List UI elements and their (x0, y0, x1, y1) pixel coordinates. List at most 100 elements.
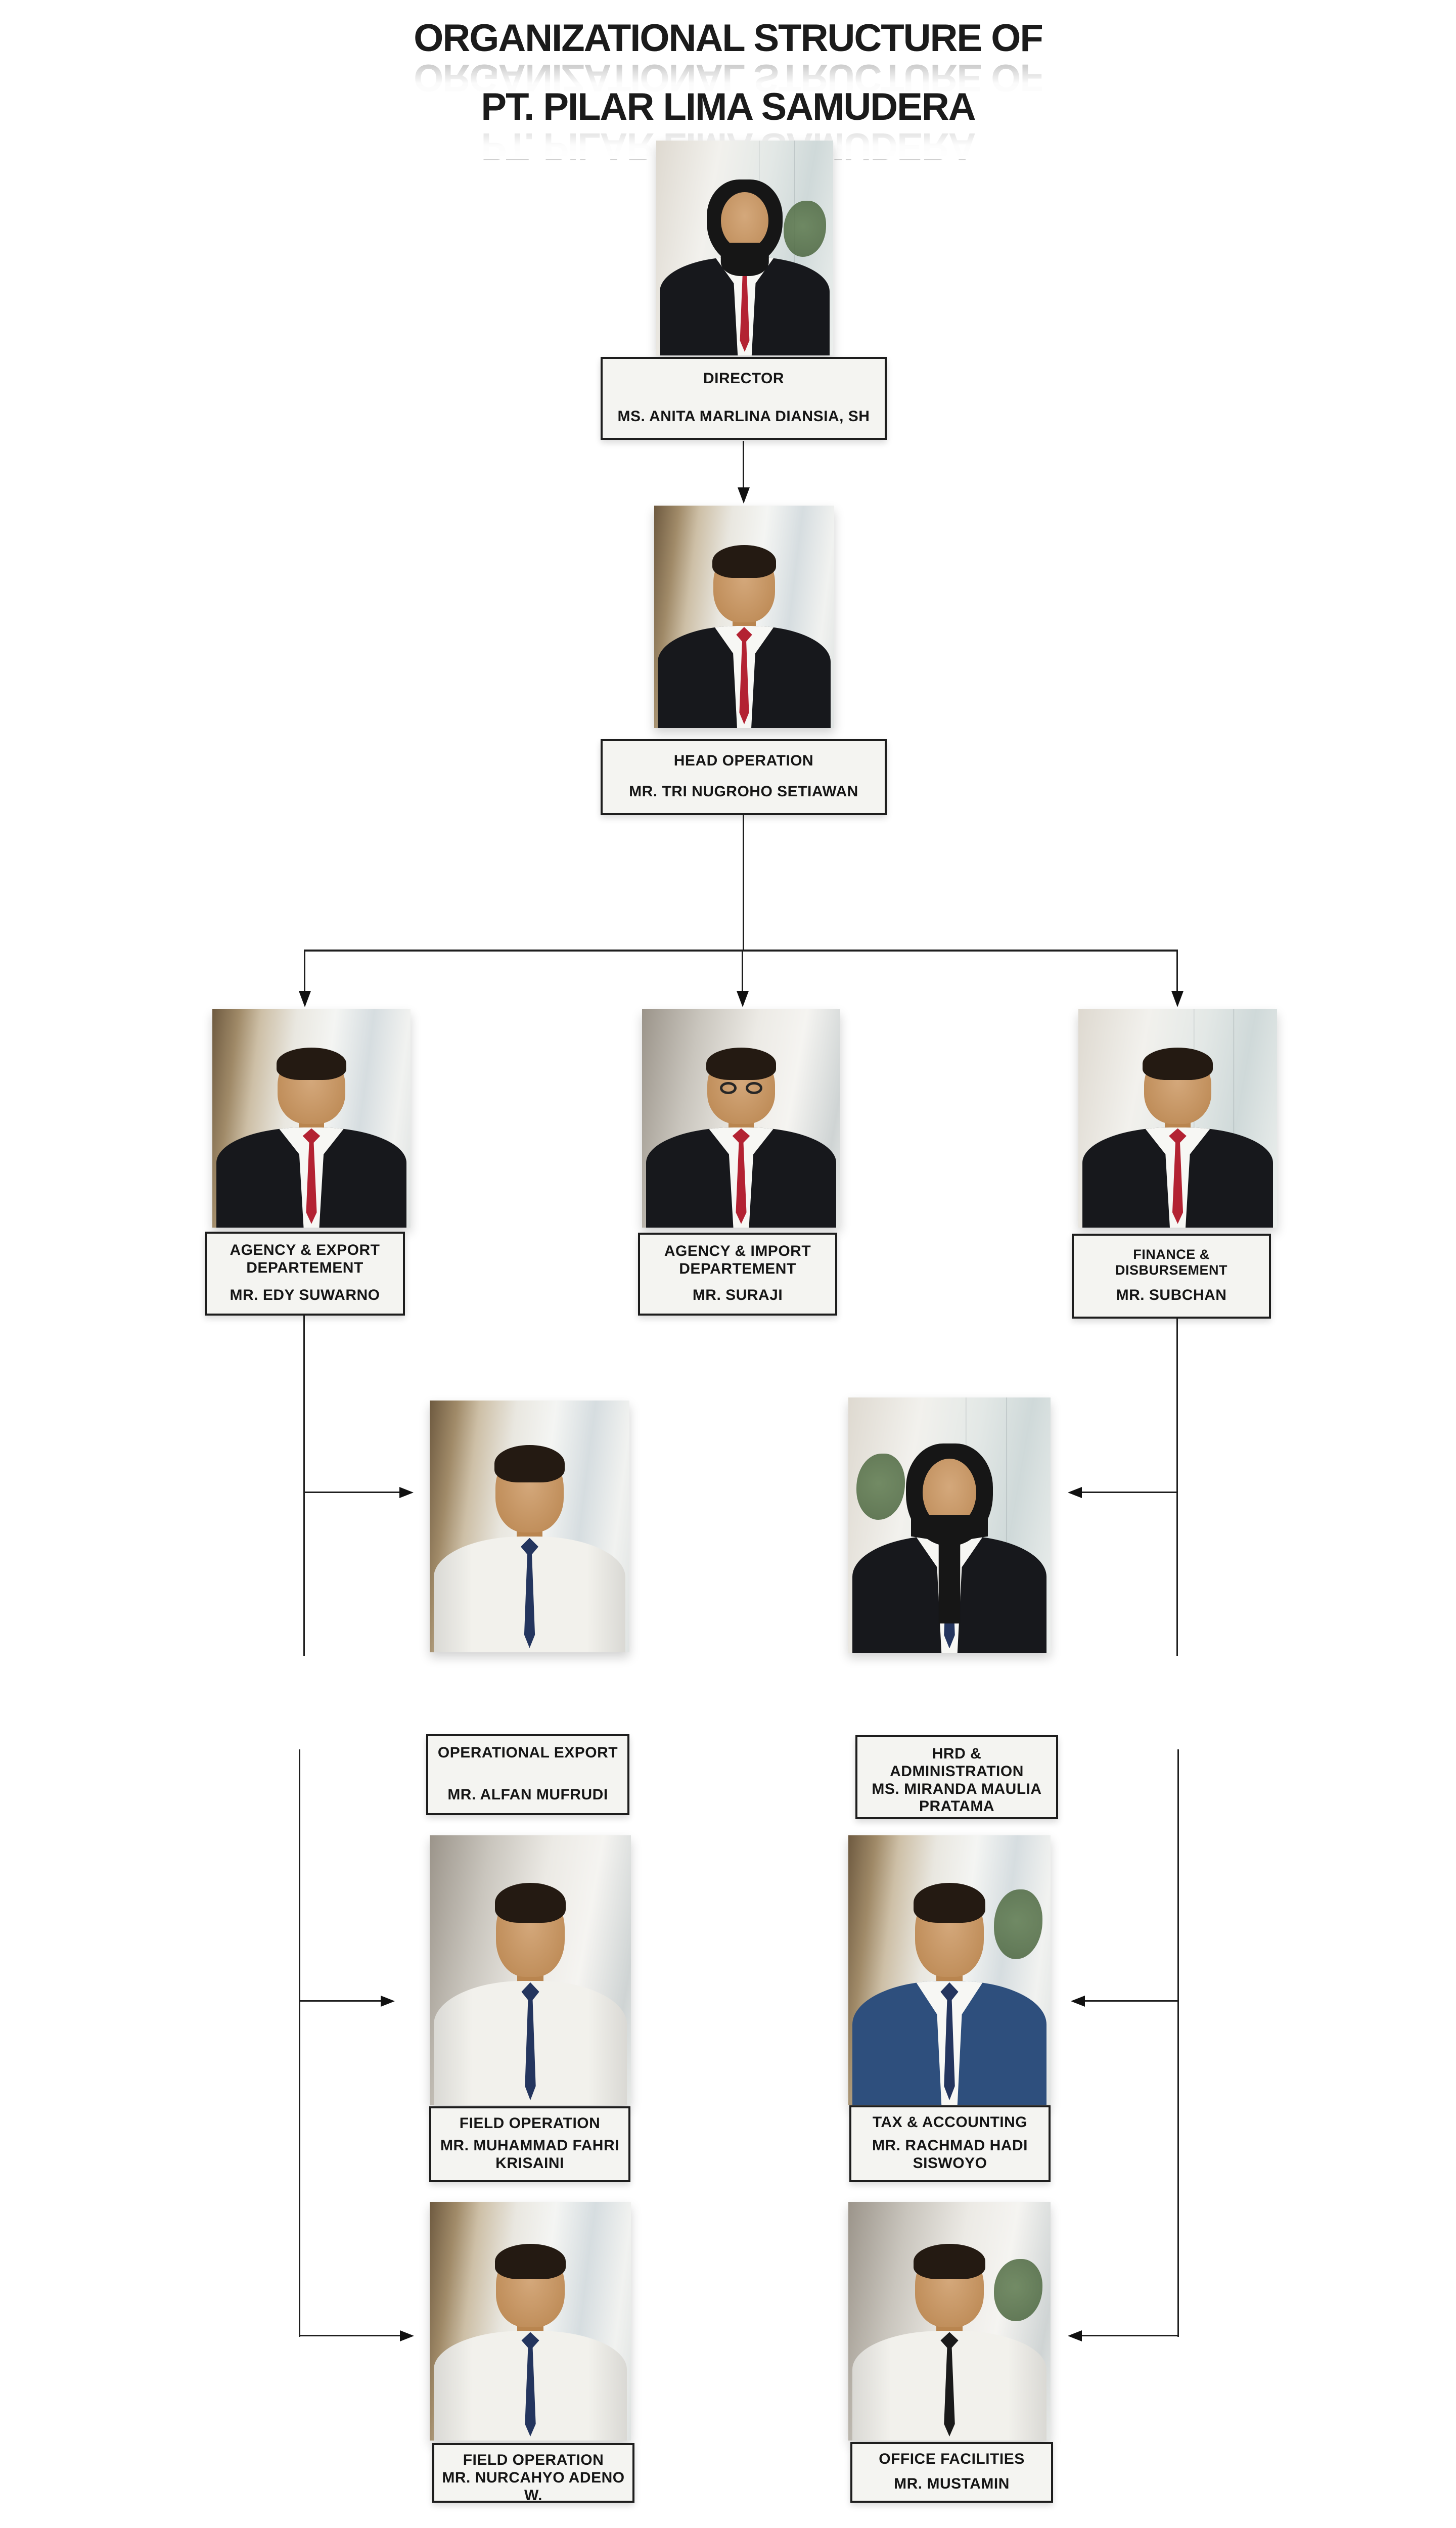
person-silhouette (654, 545, 834, 728)
head (706, 1048, 777, 1124)
name-label: MS. MIRANDA MAULIA PRATAMA (872, 1780, 1042, 1815)
role-label: TAX & ACCOUNTING (872, 2114, 1028, 2131)
connector-headop-stem (743, 815, 744, 951)
torso-suit (852, 1981, 1046, 2105)
head (276, 1048, 347, 1124)
glasses (719, 1082, 763, 1095)
connector-director-to-headop (743, 441, 744, 487)
person-silhouette (212, 1048, 411, 1228)
photo-finance-disbursement (1078, 1009, 1277, 1228)
page-title-line1: ORGANIZATIONAL STRUCTURE OF (414, 17, 1043, 60)
connector-drop-finance (1176, 952, 1178, 991)
arrowhead-down-import (737, 991, 749, 1007)
head (494, 1445, 565, 1533)
plant-decor (994, 1889, 1042, 1960)
photo-agency-export (212, 1009, 411, 1228)
photo-agency-import (642, 1009, 840, 1228)
arrowhead-down-finance (1171, 991, 1184, 1007)
connector-left-branch1 (303, 1492, 399, 1493)
connector-left-branch3 (299, 2335, 400, 2336)
photo-field-operation-1 (430, 1835, 631, 2105)
connector-right-rail-a (1176, 1319, 1178, 1656)
org-box-agency-export: AGENCY & EXPORT DEPARTEMENT MR. EDY SUWA… (205, 1232, 405, 1316)
torso-shirt (433, 1981, 627, 2105)
person-silhouette (848, 2244, 1051, 2441)
connector-left-rail-a (303, 1316, 305, 1656)
role-label: DIRECTOR (703, 370, 785, 387)
connector-right-rail-b (1177, 1749, 1179, 2337)
role-label: FINANCE & DISBURSEMENT (1115, 1247, 1227, 1278)
navy-tie (521, 2332, 539, 2436)
name-label: MR. SUBCHAN (1116, 1287, 1227, 1304)
navy-tie (521, 1538, 538, 1648)
org-box-office-facilities: OFFICE FACILITIES MR. MUSTAMIN (850, 2442, 1053, 2503)
photo-director (656, 141, 833, 355)
black-tie (940, 2332, 959, 2436)
name-label: MS. ANITA MARLINA DIANSIA, SH (617, 408, 870, 425)
role-label: AGENCY & IMPORT DEPARTEMENT (664, 1243, 811, 1277)
person-silhouette (1078, 1048, 1277, 1228)
torso-shirt (852, 2331, 1046, 2441)
arrowhead-down-export (299, 991, 311, 1007)
connector-drop-export (304, 952, 305, 991)
arrowhead-left-hrd-administration (1068, 1487, 1082, 1498)
role-label: OPERATIONAL EXPORT (437, 1744, 618, 1761)
head (914, 2244, 985, 2327)
torso-shirt (433, 2331, 627, 2441)
org-box-tax-accounting: TAX & ACCOUNTING MR. RACHMAD HADI SISWOY… (849, 2105, 1051, 2182)
person-silhouette (848, 1883, 1051, 2105)
name-label: MR. TRI NUGROHO SETIAWAN (629, 783, 858, 800)
head-hijab (706, 179, 783, 266)
role-label: HEAD OPERATION (673, 752, 814, 769)
page-title-line2: PT. PILAR LIMA SAMUDERA (481, 85, 976, 128)
name-label: MR. NURCAHYO ADENO W. (442, 2469, 625, 2504)
head (494, 1883, 566, 1977)
arrowhead-down-headop (738, 487, 750, 504)
photo-office-facilities (848, 2202, 1051, 2441)
head (494, 2244, 566, 2327)
connector-right-branch2 (1085, 2000, 1179, 2002)
connector-drop-import (742, 952, 743, 991)
org-box-finance-disbursement: FINANCE & DISBURSEMENT MR. SUBCHAN (1072, 1234, 1271, 1319)
name-label: MR. ALFAN MUFRUDI (447, 1786, 608, 1803)
photo-hrd-administration (848, 1397, 1051, 1653)
head (1143, 1048, 1213, 1124)
person-silhouette (642, 1048, 840, 1228)
person-silhouette (848, 1443, 1051, 1653)
role-label: HRD & ADMINISTRATION (890, 1745, 1024, 1780)
org-box-field-operation-2: FIELD OPERATION MR. NURCAHYO ADENO W. (432, 2443, 634, 2504)
org-box-hrd-administration: HRD & ADMINISTRATION MS. MIRANDA MAULIA … (855, 1735, 1058, 1819)
plant-decor (784, 201, 826, 257)
arrowhead-right-field-operation-1 (381, 1996, 395, 2007)
name-label: MR. MUHAMMAD FAHRI KRISAINI (440, 2137, 619, 2172)
torso-suit (646, 1127, 837, 1228)
role-label: FIELD OPERATION (463, 2452, 604, 2468)
torso-suit (216, 1127, 407, 1228)
arrowhead-right-operational-export (399, 1487, 414, 1498)
plant-decor (994, 2259, 1042, 2321)
arrowhead-left-office-facilities (1068, 2330, 1082, 2341)
org-box-field-operation-1: FIELD OPERATION MR. MUHAMMAD FAHRI KRISA… (429, 2106, 630, 2182)
person-silhouette (430, 1883, 631, 2105)
name-label: MR. RACHMAD HADI SISWOYO (872, 2137, 1028, 2172)
photo-tax-accounting (848, 1835, 1051, 2105)
connector-right-branch1 (1082, 1492, 1178, 1493)
role-label: FIELD OPERATION (459, 2115, 601, 2132)
arrowhead-left-tax-accounting (1071, 1996, 1085, 2007)
reflection-fade (0, 55, 1456, 101)
photo-operational-export (430, 1401, 629, 1652)
connector-level3-rail (304, 950, 1178, 952)
org-box-head-operation: HEAD OPERATION MR. TRI NUGROHO SETIAWAN (601, 739, 887, 815)
photo-head-operation (654, 506, 834, 728)
role-label: AGENCY & EXPORT DEPARTEMENT (230, 1242, 380, 1276)
connector-right-branch3 (1082, 2335, 1179, 2336)
connector-left-rail-b (299, 1749, 300, 2337)
torso-shirt (433, 1537, 626, 1652)
org-box-operational-export: OPERATIONAL EXPORT MR. ALFAN MUFRUDI (426, 1734, 629, 1815)
org-box-agency-import: AGENCY & IMPORT DEPARTEMENT MR. SURAJI (638, 1233, 837, 1316)
name-label: MR. EDY SUWARNO (230, 1287, 380, 1304)
torso-suit (1082, 1127, 1273, 1228)
head (712, 545, 776, 622)
head (914, 1883, 985, 1977)
